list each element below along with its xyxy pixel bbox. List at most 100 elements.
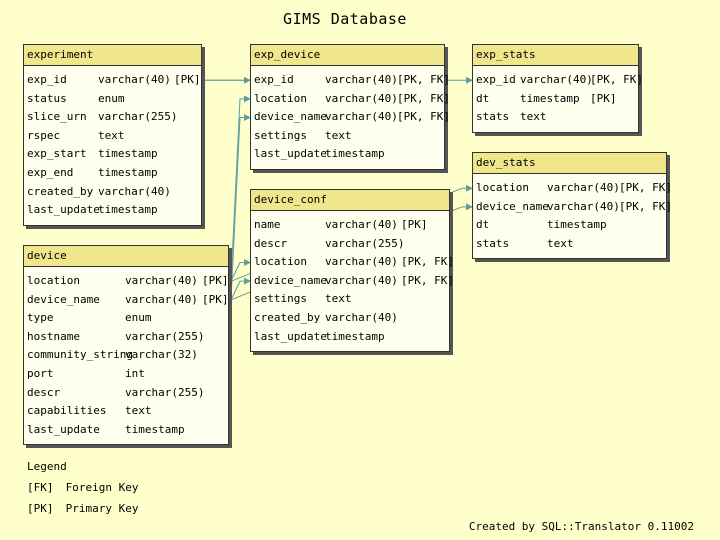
legend-label: Primary Key	[65, 502, 139, 515]
column-name: exp_id	[27, 73, 67, 86]
legend-key: [PK]	[27, 502, 54, 515]
column-type: varchar(255)	[125, 385, 205, 399]
table-title: exp_device	[251, 45, 444, 66]
column-type: timestamp	[325, 329, 385, 343]
column-name: device_name	[27, 292, 100, 306]
column-name: last_update	[254, 329, 327, 343]
column-type: text	[125, 404, 152, 418]
column-type: varchar(40)	[547, 199, 620, 213]
column-type: varchar(40)	[98, 73, 171, 86]
table-title: device_conf	[251, 190, 449, 211]
relation-line	[227, 95, 251, 282]
column-type: enum	[98, 91, 125, 105]
column-name: exp_id	[254, 73, 294, 86]
column-name: slice_urn	[27, 110, 87, 124]
column-type: varchar(40)	[325, 273, 398, 287]
column-key: [PK]	[202, 292, 229, 306]
column-type: text	[98, 128, 125, 142]
column-row: descr varchar(255)	[251, 235, 449, 254]
relation-line	[227, 114, 251, 301]
column-type: varchar(40)	[325, 255, 398, 269]
column-name: status	[27, 91, 67, 105]
column-name: name	[254, 218, 281, 231]
column-type: timestamp	[520, 91, 580, 105]
column-name: dt	[476, 218, 490, 232]
column-type: text	[547, 236, 574, 250]
column-type: varchar(255)	[325, 236, 405, 250]
legend-item-fk: [FK] Foreign Key	[27, 477, 138, 498]
legend-item-pk: [PK] Primary Key	[27, 498, 138, 519]
table-title: experiment	[24, 45, 201, 66]
column-name: exp_start	[27, 147, 87, 161]
column-type: timestamp	[125, 422, 185, 436]
column-type: enum	[125, 311, 152, 325]
column-key: [PK, FK]	[397, 91, 450, 105]
column-name: location	[27, 274, 80, 287]
column-name: device_name	[476, 199, 549, 213]
column-name: last_update	[27, 203, 100, 217]
column-row: exp_id varchar(40)[PK, FK]	[473, 71, 643, 90]
legend: Legend [FK] Foreign Key [PK] Primary Key	[27, 456, 138, 519]
column-type: text	[520, 110, 547, 124]
column-type: varchar(40)	[520, 73, 593, 86]
column-name: location	[254, 255, 307, 269]
column-name: location	[476, 181, 529, 194]
column-key: [PK, FK]	[401, 273, 454, 287]
legend-label: Foreign Key	[65, 481, 139, 494]
table-title: exp_stats	[473, 45, 638, 66]
column-key: [PK, FK]	[619, 181, 672, 194]
column-key: [PK, FK]	[619, 199, 672, 213]
column-type: varchar(40)	[98, 184, 171, 198]
column-type: varchar(32)	[125, 348, 198, 362]
column-name: exp_id	[476, 73, 516, 86]
column-type: varchar(40)	[325, 73, 398, 86]
column-type: int	[125, 366, 145, 380]
column-type: varchar(40)	[325, 91, 398, 105]
table-title: dev_stats	[473, 153, 666, 174]
column-name: type	[27, 311, 54, 325]
column-name: descr	[27, 385, 61, 399]
column-row: created_by varchar(40)	[24, 183, 201, 202]
credit-text: Created by SQL::Translator 0.11002	[468, 520, 694, 533]
column-key: [PK]	[401, 218, 428, 231]
column-row: dt timestamp	[473, 216, 666, 235]
column-type: text	[325, 292, 352, 306]
column-key: [PK]	[202, 274, 229, 287]
column-name: descr	[254, 236, 288, 250]
column-key: [PK, FK]	[397, 110, 450, 124]
table-title: device	[24, 246, 228, 267]
column-name: created_by	[254, 310, 321, 324]
column-type: timestamp	[547, 218, 607, 232]
diagram-title: GIMS Database	[283, 10, 407, 28]
column-type: varchar(40)	[325, 110, 398, 124]
column-key: [PK, FK]	[590, 73, 643, 86]
column-name: community_string	[27, 348, 133, 362]
column-name: created_by	[27, 184, 94, 198]
column-key: [PK]	[174, 73, 201, 86]
